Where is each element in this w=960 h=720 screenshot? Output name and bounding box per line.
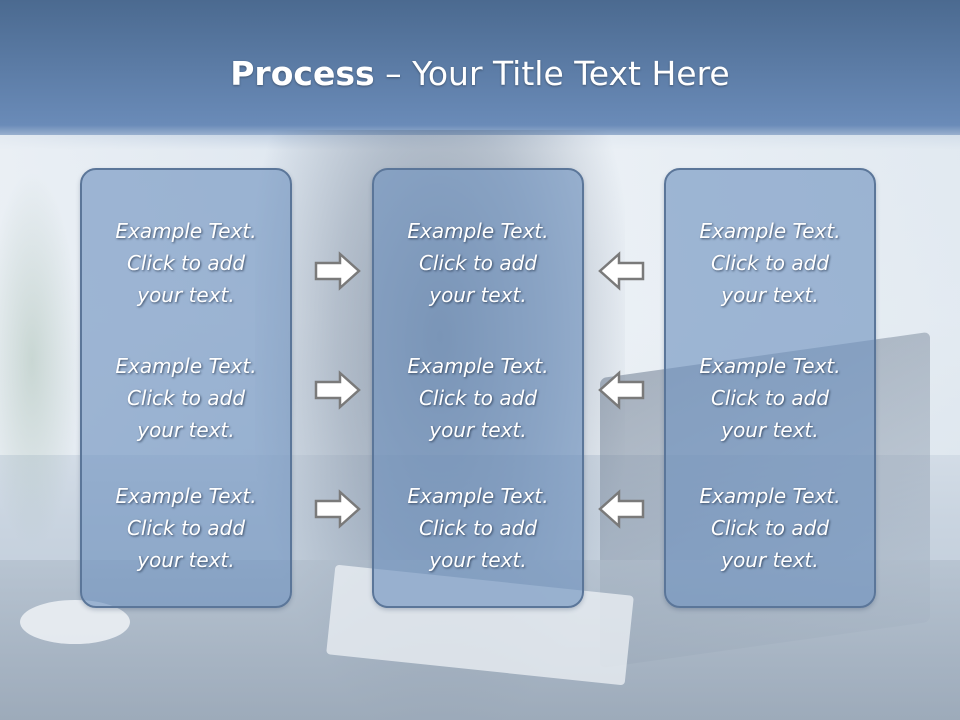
text-line: Example Text. (699, 219, 841, 243)
text-line: Click to add (126, 516, 246, 540)
text-line: Click to add (710, 516, 830, 540)
text-line: Click to add (126, 251, 246, 275)
process-box-left[interactable]: Example Text. Click to add your text. Ex… (80, 168, 292, 608)
text-line: your text. (137, 548, 235, 572)
text-line: your text. (429, 283, 527, 307)
arrow-left-icon (597, 489, 645, 529)
arrow-right-icon (314, 251, 362, 291)
text-line: Click to add (710, 386, 830, 410)
text-line: your text. (137, 418, 235, 442)
text-line: Click to add (126, 386, 246, 410)
text-placeholder[interactable]: Example Text. Click to add your text. (666, 480, 874, 576)
text-line: Click to add (418, 251, 538, 275)
text-line: Click to add (418, 386, 538, 410)
text-line: your text. (721, 283, 819, 307)
title-rest-part: – Your Title Text Here (374, 54, 730, 93)
text-line: Click to add (418, 516, 538, 540)
text-line: your text. (137, 283, 235, 307)
text-line: your text. (429, 548, 527, 572)
text-line: Example Text. (699, 354, 841, 378)
text-line: your text. (429, 418, 527, 442)
text-line: your text. (721, 418, 819, 442)
text-line: Example Text. (115, 484, 257, 508)
background-plant (0, 170, 80, 550)
arrow-right-icon (314, 489, 362, 529)
text-placeholder[interactable]: Example Text. Click to add your text. (374, 350, 582, 446)
text-placeholder[interactable]: Example Text. Click to add your text. (666, 215, 874, 311)
text-placeholder[interactable]: Example Text. Click to add your text. (82, 350, 290, 446)
arrow-left-icon (597, 370, 645, 410)
text-line: Example Text. (407, 219, 549, 243)
process-box-center[interactable]: Example Text. Click to add your text. Ex… (372, 168, 584, 608)
text-line: Example Text. (407, 354, 549, 378)
text-placeholder[interactable]: Example Text. Click to add your text. (374, 480, 582, 576)
text-placeholder[interactable]: Example Text. Click to add your text. (82, 215, 290, 311)
text-line: Example Text. (407, 484, 549, 508)
process-box-right[interactable]: Example Text. Click to add your text. Ex… (664, 168, 876, 608)
text-line: Click to add (710, 251, 830, 275)
arrow-left-icon (597, 251, 645, 291)
arrow-right-icon (314, 370, 362, 410)
text-line: Example Text. (699, 484, 841, 508)
text-placeholder[interactable]: Example Text. Click to add your text. (374, 215, 582, 311)
title-bold-part: Process (230, 54, 375, 93)
text-placeholder[interactable]: Example Text. Click to add your text. (82, 480, 290, 576)
text-line: Example Text. (115, 219, 257, 243)
text-placeholder[interactable]: Example Text. Click to add your text. (666, 350, 874, 446)
slide-title[interactable]: Process – Your Title Text Here (0, 52, 960, 96)
text-line: Example Text. (115, 354, 257, 378)
text-line: your text. (721, 548, 819, 572)
